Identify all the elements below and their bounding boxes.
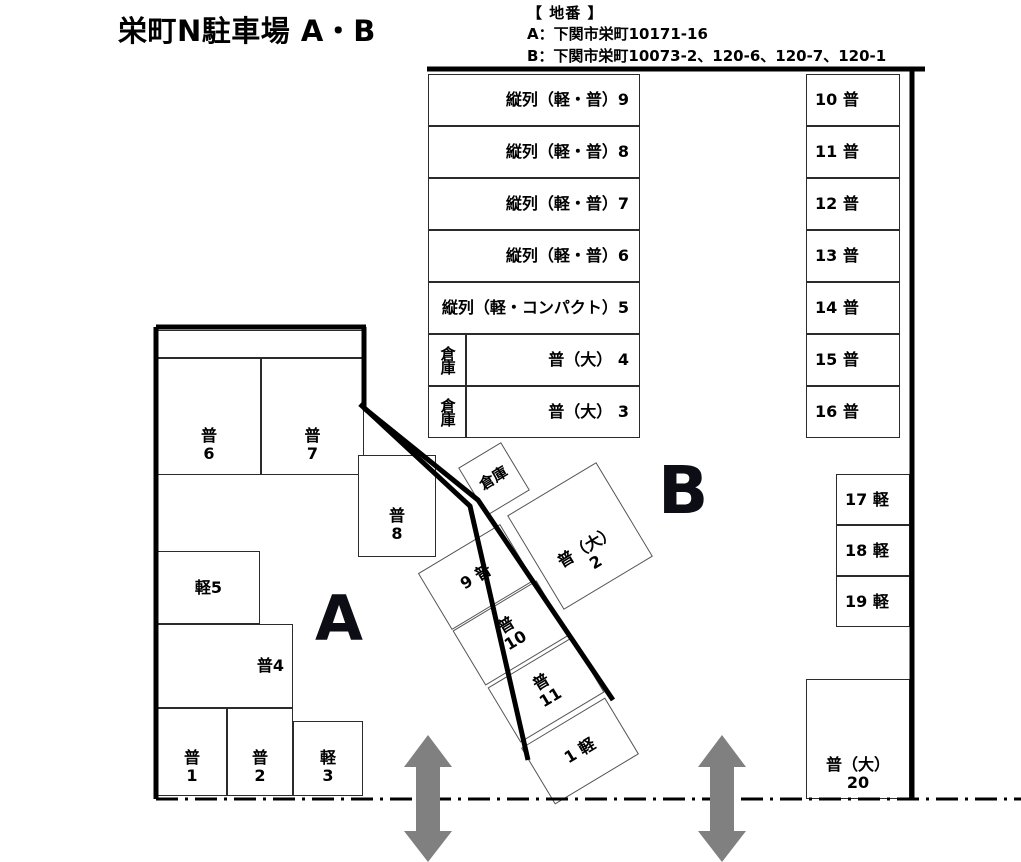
stall-19[interactable]: 19 軽 xyxy=(836,576,910,627)
block-a-top-strip xyxy=(157,330,364,358)
stall-8-number: 8 xyxy=(391,524,403,544)
stall-3[interactable]: 軽 3 xyxy=(293,721,363,796)
rotated-stall-9-label: 9 普 xyxy=(456,560,495,594)
stall-tandem-5[interactable]: 縦列（軽・コンパクト）5 xyxy=(428,282,640,334)
stall-1-type: 普 xyxy=(183,748,200,768)
stall-13[interactable]: 13 普 xyxy=(806,230,900,282)
stall-8[interactable]: 普 8 xyxy=(358,455,436,557)
section-label-a: A xyxy=(315,582,363,655)
stall-10[interactable]: 10 普 xyxy=(806,74,900,126)
stall-5[interactable]: 軽5 xyxy=(157,551,260,624)
storage-label: 倉庫 xyxy=(438,346,457,374)
storage-label: 倉庫 xyxy=(438,398,457,426)
stall-4[interactable]: 普4 xyxy=(157,624,293,708)
stall-2-number: 2 xyxy=(254,766,266,786)
stall-8-type: 普 xyxy=(388,506,405,526)
stall-1-number: 1 xyxy=(186,766,198,786)
stall-tandem-7[interactable]: 縦列（軽・普）7 xyxy=(428,178,640,230)
stall-3-number: 3 xyxy=(322,766,334,786)
stall-20-number: 20 xyxy=(846,773,870,793)
stall-tandem-6[interactable]: 縦列（軽・普）6 xyxy=(428,230,640,282)
access-arrow-right xyxy=(698,735,746,862)
stall-7-number: 7 xyxy=(306,444,319,464)
stall-11[interactable]: 11 普 xyxy=(806,126,900,178)
lot-number-block: 【 地番 】 A：下関市栄町10171-16 B：下関市栄町10073-2、12… xyxy=(527,3,886,67)
storage-label: 倉庫 xyxy=(476,462,512,494)
lot-number-b: B：下関市栄町10073-2、120-6、120-7、120-1 xyxy=(527,46,887,65)
storage-4: 倉庫 xyxy=(428,334,466,386)
stall-6-number: 6 xyxy=(203,444,215,464)
stall-17[interactable]: 17 軽 xyxy=(836,474,910,525)
access-arrow-left xyxy=(404,735,452,862)
stall-6[interactable]: 普 6 xyxy=(157,358,261,475)
stall-7[interactable]: 普 7 xyxy=(261,358,364,475)
stall-7-type: 普 xyxy=(304,426,321,446)
rotated-stall-1-label: 1 軽 xyxy=(560,734,599,768)
section-label-b: B xyxy=(658,452,709,529)
stall-2-type: 普 xyxy=(251,748,268,768)
rotated-stall-2-number: 2 xyxy=(586,551,606,574)
lot-number-heading: 【 地番 】 xyxy=(527,4,604,22)
stall-4-label: 普4 xyxy=(256,656,284,676)
stall-tandem-8[interactable]: 縦列（軽・普）8 xyxy=(428,126,640,178)
stall-20-type: 普（大） xyxy=(825,755,890,775)
stall-15[interactable]: 15 普 xyxy=(806,334,900,386)
rotated-storage: 倉庫 xyxy=(458,442,530,516)
page-title: 栄町N駐車場 A・B xyxy=(118,14,376,48)
stall-3-type: 軽 xyxy=(319,748,336,768)
stall-6-type: 普 xyxy=(200,426,217,446)
stall-14[interactable]: 14 普 xyxy=(806,282,900,334)
stall-2[interactable]: 普 2 xyxy=(227,708,293,796)
stall-16[interactable]: 16 普 xyxy=(806,386,900,438)
stall-18[interactable]: 18 軽 xyxy=(836,525,910,576)
stall-1[interactable]: 普 1 xyxy=(157,708,227,796)
storage-3: 倉庫 xyxy=(428,386,466,438)
stall-5-label: 軽5 xyxy=(194,577,223,597)
stall-3[interactable]: 普（大） 3 xyxy=(466,386,640,438)
stall-12[interactable]: 12 普 xyxy=(806,178,900,230)
stall-4[interactable]: 普（大） 4 xyxy=(466,334,640,386)
stall-tandem-9[interactable]: 縦列（軽・普）9 xyxy=(428,74,640,126)
lot-number-a: A：下関市栄町10171-16 xyxy=(527,25,708,44)
stall-20[interactable]: 普（大） 20 xyxy=(806,679,910,799)
rotated-stall-2-type: 普（大） xyxy=(554,522,619,572)
